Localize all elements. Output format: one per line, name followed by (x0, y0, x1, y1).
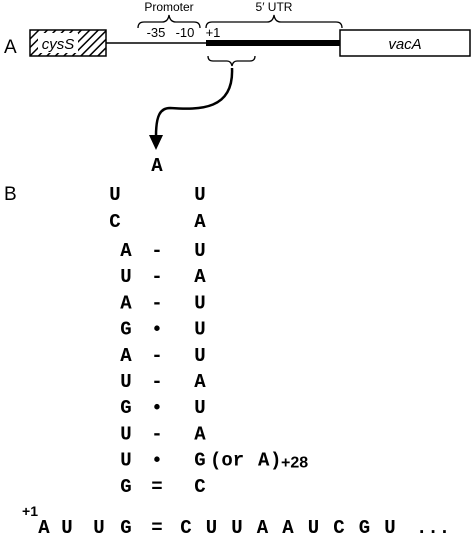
seq-base: U (61, 517, 72, 538)
stem-bond: - (151, 292, 162, 314)
stem-base-left: G (120, 397, 131, 419)
loop-base-top: A (151, 155, 163, 177)
hairpin-region-brace (207, 55, 256, 67)
stem-base-left: A (120, 292, 132, 314)
promoter-label: Promoter (144, 0, 193, 14)
stem-bond: • (151, 397, 162, 419)
stem-base-left: A (120, 345, 132, 367)
stem-base-left: G (120, 319, 131, 341)
seq-bond: = (151, 517, 162, 538)
stem-bond: - (151, 345, 162, 367)
stem-base-right: U (194, 240, 205, 262)
start-position-label: +1 (22, 503, 38, 519)
stem-bond: - (151, 371, 162, 393)
seq-base: C (180, 517, 191, 538)
loop-base-right-1: U (194, 184, 205, 206)
utr-label: 5′ UTR (256, 0, 293, 14)
seq-base: U (206, 517, 217, 538)
stem-base-left: U (120, 423, 131, 445)
utr-bar (206, 40, 340, 46)
promoter-brace (137, 14, 201, 29)
stem-bond: = (151, 476, 162, 498)
stem-base-left: U (120, 371, 131, 393)
stem-bond: • (151, 319, 162, 341)
vacA-gene-box: vacA (339, 29, 471, 57)
seq-base: A (257, 517, 269, 538)
stem-base-right: U (194, 292, 205, 314)
seq-base: A (38, 517, 50, 538)
seq-ellipsis: ... (416, 517, 450, 538)
stem-base-left: A (120, 240, 132, 262)
seq-base: U (384, 517, 395, 538)
minus10-label: -10 (176, 25, 195, 40)
panel-a-label: A (4, 37, 17, 58)
seq-base: C (333, 517, 344, 538)
utr-brace (205, 14, 343, 29)
stem-base-right: U (194, 345, 205, 367)
stem-bond: - (151, 423, 162, 445)
stem-bond: - (151, 266, 162, 288)
panel-b-label: B (4, 184, 17, 205)
seq-base: G (359, 517, 370, 538)
stem-base-right: A (194, 266, 206, 288)
loop-base-right-2: A (194, 211, 206, 233)
seq-base: G (120, 517, 131, 538)
wobble-position-label: +28 (281, 455, 308, 472)
stem-base-right: A (194, 423, 206, 445)
minus35-label: -35 (147, 25, 166, 40)
loop-base-left-1: U (109, 184, 120, 206)
stem-base-right: G (194, 450, 205, 472)
wobble-note-close: ) (270, 450, 281, 472)
seq-base: U (308, 517, 319, 538)
stem-base-right: U (194, 319, 205, 341)
wobble-note-alt-base: A (258, 450, 270, 472)
wobble-note-open: (or (210, 450, 244, 472)
stem-base-left: G (120, 476, 131, 498)
stem-bond: - (151, 240, 162, 262)
seq-base: U (231, 517, 242, 538)
seq-base: U (93, 517, 104, 538)
cysS-gene-box: cysS (29, 29, 107, 57)
loop-base-left-2: C (109, 211, 120, 233)
stem-base-left: U (120, 266, 131, 288)
vacA-gene-label: vacA (388, 36, 421, 53)
zoom-arrowhead (149, 135, 163, 150)
stem-bond: • (151, 450, 162, 472)
zoom-arrow (154, 67, 234, 137)
plus1-label: +1 (206, 25, 221, 40)
stem-base-right: U (194, 397, 205, 419)
stem-base-right: A (194, 371, 206, 393)
seq-base: A (282, 517, 294, 538)
cysS-gene-label: cysS (42, 36, 75, 53)
stem-base-left: U (120, 450, 131, 472)
stem-base-right: C (194, 476, 205, 498)
